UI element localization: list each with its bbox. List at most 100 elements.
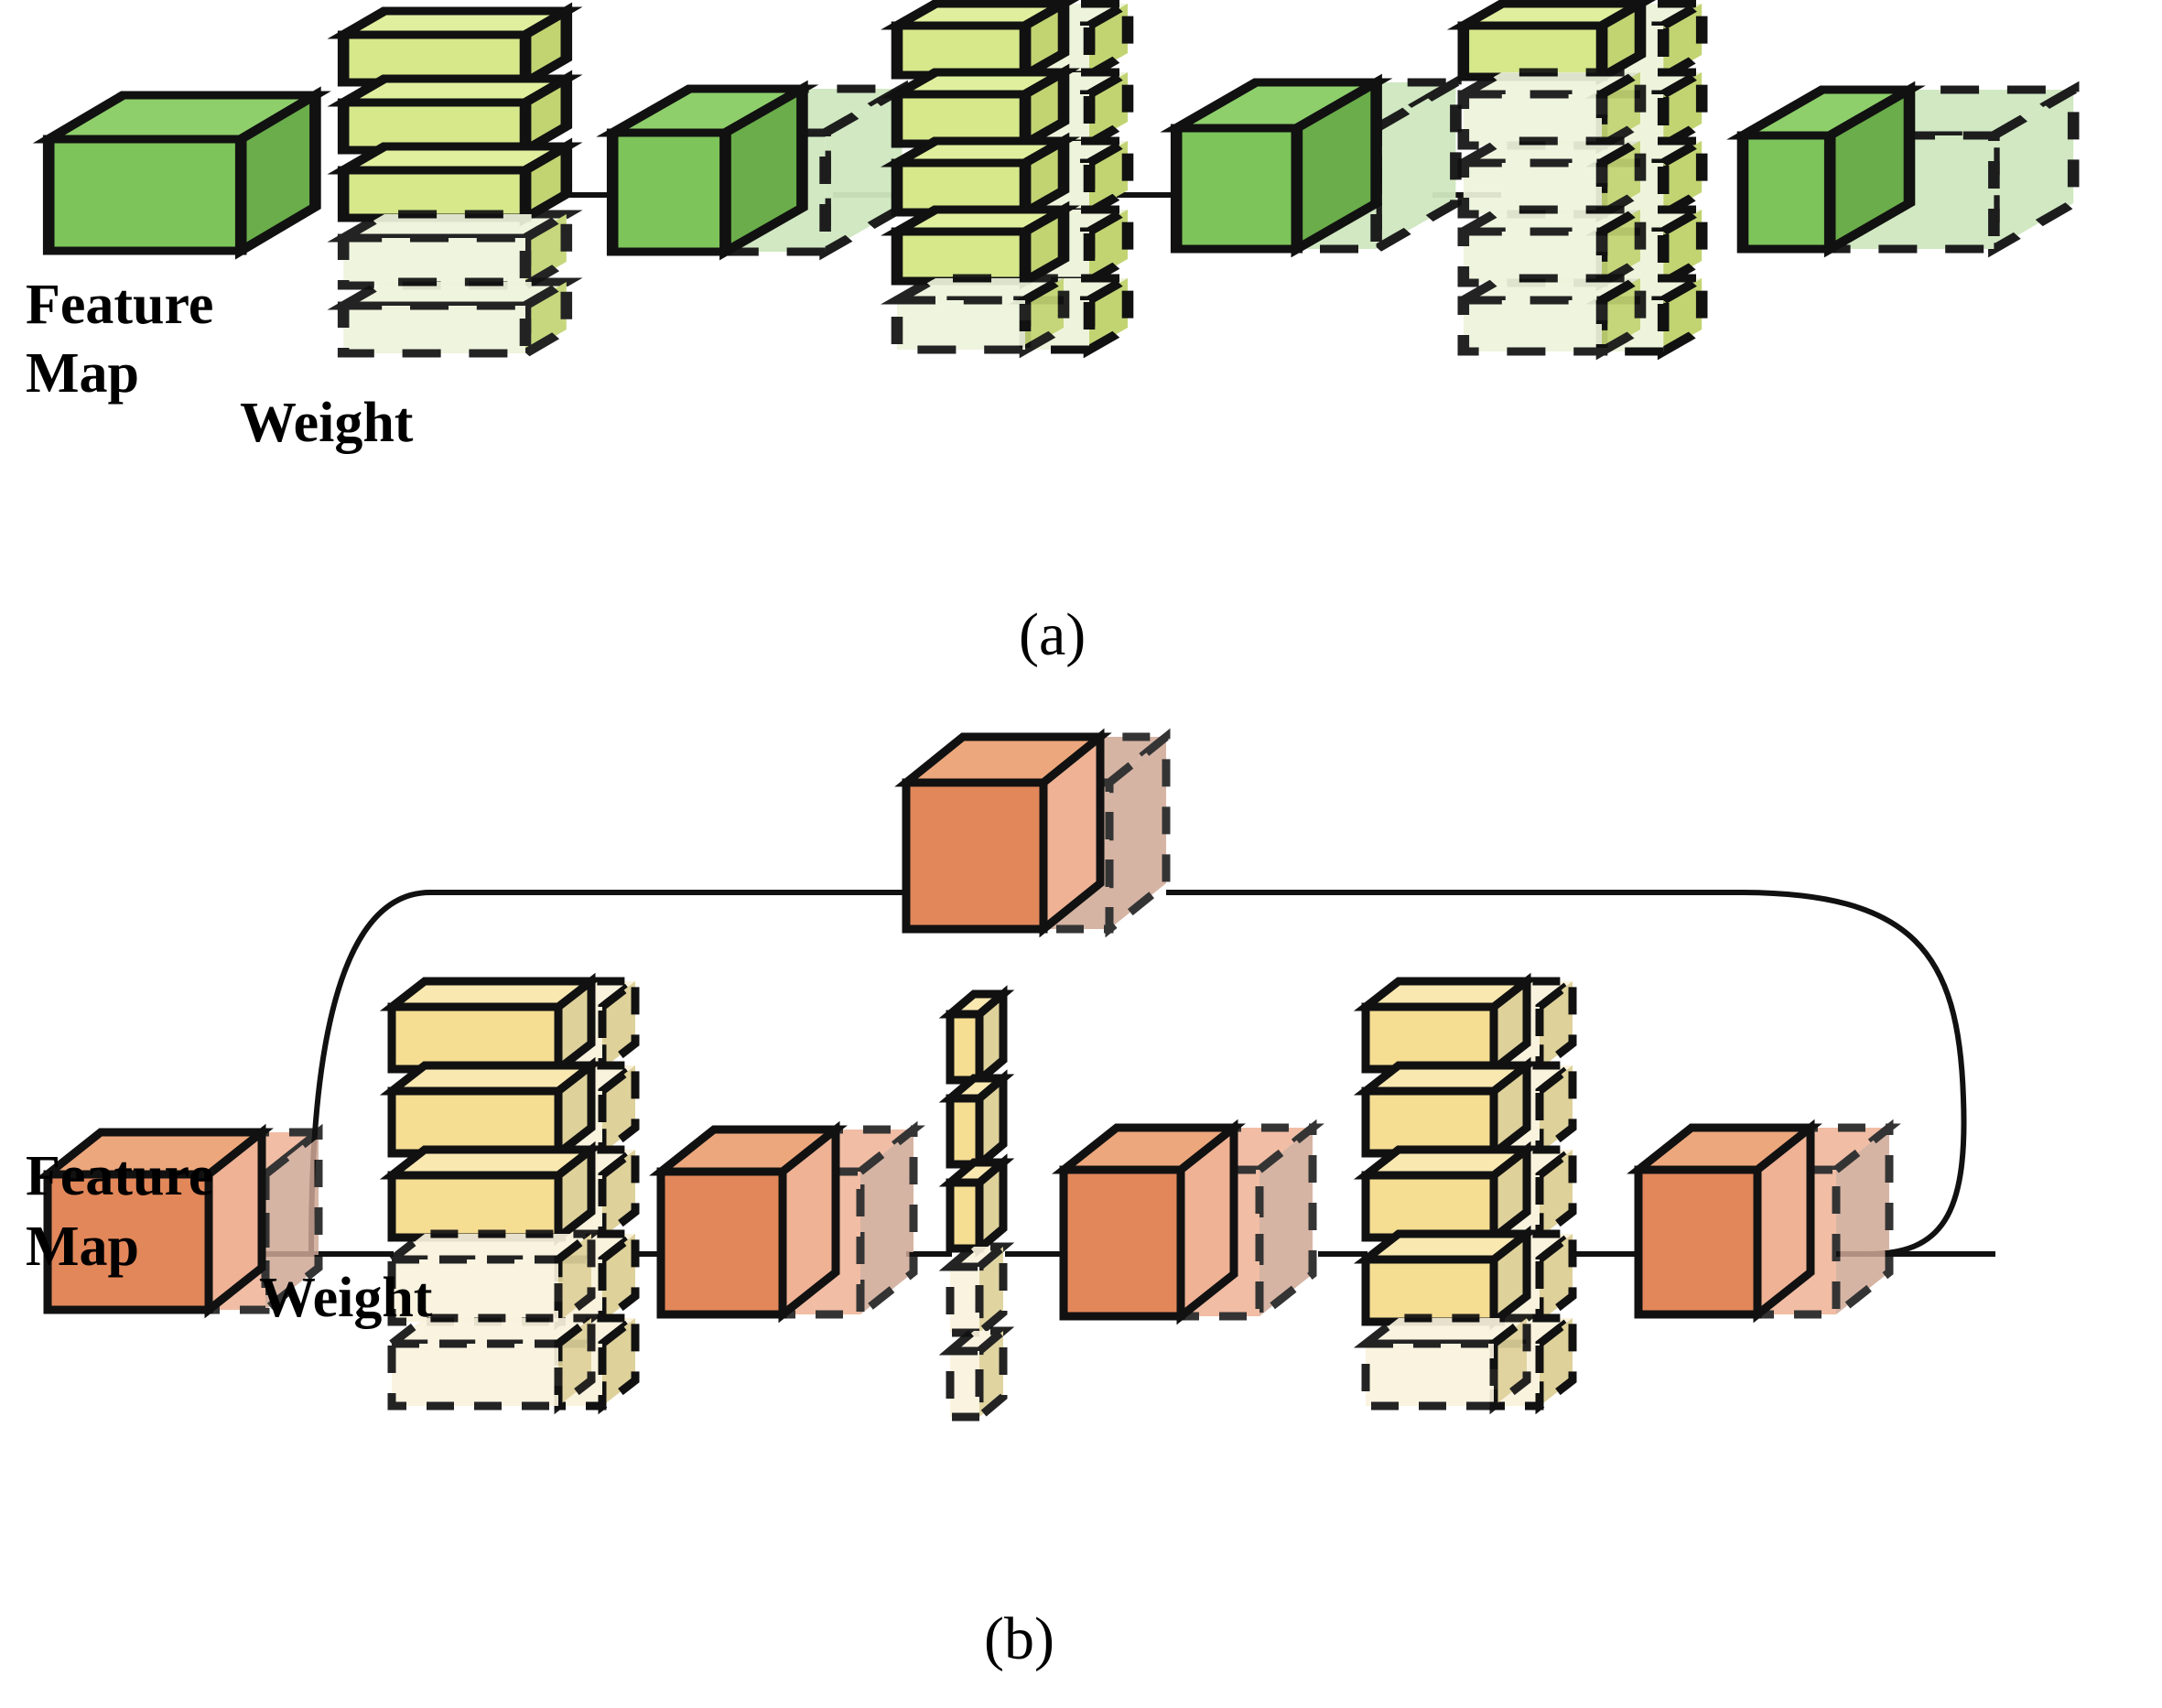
feature-map-b-3 xyxy=(1052,1119,1246,1325)
weight-b-col1-ghost-2 xyxy=(546,1140,648,1247)
weight-b-col3-slab-4 xyxy=(1353,1309,1540,1415)
cuboid-front-face xyxy=(337,166,532,222)
panel-b-shapes xyxy=(36,728,1901,1426)
cuboid-front-face xyxy=(946,1010,984,1085)
cuboid-side-face xyxy=(1083,269,1134,359)
cuboid-front-face xyxy=(891,227,1032,286)
panel-a-labels: Feature Map Weight (a) xyxy=(26,274,1086,668)
weight-a-col2-slab-2 xyxy=(881,132,1080,222)
cuboid-front-face xyxy=(946,1094,984,1169)
weight-b-col3-slab-0 xyxy=(1353,972,1540,1078)
weight-b-col2-slab-4 xyxy=(938,1322,1015,1426)
cuboid-front-face xyxy=(337,233,532,290)
cuboid-front-face xyxy=(1457,296,1608,356)
feature-map-label-line2-b: Map xyxy=(26,1216,139,1278)
cuboid-front-face xyxy=(946,1262,984,1337)
cuboid-front-face xyxy=(891,296,1032,354)
residual-feature-map xyxy=(894,728,1112,938)
weight-a-col1-slab-1 xyxy=(327,70,583,159)
feature-map-label-line1: Feature xyxy=(26,274,213,336)
feature-map-b-2 xyxy=(649,1120,848,1324)
feature-map-label-line1-b: Feature xyxy=(26,1145,213,1207)
cuboid-front-face xyxy=(337,301,532,358)
cuboid-side-face xyxy=(519,273,573,362)
cuboid-front-face xyxy=(387,1339,563,1411)
residual-skip-right xyxy=(1166,890,1967,1257)
panel-a-caption: (a) xyxy=(1019,601,1086,668)
weight-a-col2-slab-0 xyxy=(881,0,1080,84)
cuboid-side-face xyxy=(1083,0,1134,84)
cuboid-front-face xyxy=(1634,1165,1762,1319)
cuboid-front-face xyxy=(387,1002,563,1074)
weight-a-col3-slab-0 xyxy=(1446,0,1657,86)
feature-map-a-2 xyxy=(596,80,819,261)
cuboid-side-face xyxy=(519,205,573,295)
cuboid-front-face xyxy=(1361,1086,1498,1158)
weight-b-col2-slab-0 xyxy=(938,985,1015,1089)
cuboid-front-face xyxy=(387,1171,563,1242)
weight-b-col1-slab-0 xyxy=(379,972,604,1078)
panel-a-shapes xyxy=(32,0,2091,362)
weight-a-col2-slab-4 xyxy=(881,269,1080,359)
cuboid-front-face xyxy=(902,778,1048,934)
weight-a-col1-slab-4 xyxy=(327,273,583,362)
cuboid-side-face xyxy=(1595,132,1647,223)
cuboid-side-face xyxy=(1657,132,1708,223)
weight-a-col2-slab-3 xyxy=(881,200,1080,290)
cuboid-front-face xyxy=(946,1346,984,1422)
cuboid-front-face xyxy=(1059,1165,1185,1321)
cuboid-front-face xyxy=(1170,124,1303,254)
cuboid-front-face xyxy=(891,21,1032,80)
feature-map-a-3 xyxy=(1160,73,1393,258)
cuboid-side-face xyxy=(1083,63,1134,153)
cuboid-front-face xyxy=(1361,1002,1498,1074)
cuboid-front-face xyxy=(1736,131,1836,254)
weight-b-col3-slab-3 xyxy=(1353,1225,1540,1331)
cuboid-side-face xyxy=(1595,269,1647,361)
weight-b-col1-slab-4 xyxy=(379,1309,604,1415)
feature-map-b-4 xyxy=(1627,1119,1822,1324)
cuboid-front-face xyxy=(946,1178,984,1253)
weight-a-col3-slab-3 xyxy=(1446,200,1657,292)
feature-map-b-1 xyxy=(36,1123,274,1319)
panel-b-labels: Feature Map Weight (b) xyxy=(26,1145,1054,1672)
cuboid-front-face xyxy=(1361,1255,1498,1326)
cuboid-front-face xyxy=(606,128,731,256)
feature-map-label-line2: Map xyxy=(26,342,139,405)
weight-b-col2-slab-3 xyxy=(938,1238,1015,1342)
panel-b-caption: (b) xyxy=(984,1605,1054,1672)
feature-map-a-4 xyxy=(1726,81,1926,258)
cuboid-front-face xyxy=(656,1167,787,1319)
cuboid-side-face xyxy=(1083,200,1134,290)
weight-b-col1-slab-1 xyxy=(379,1056,604,1162)
cuboid-side-face xyxy=(1657,269,1708,361)
weight-a-col2-slab-1 xyxy=(881,63,1080,153)
cuboid-front-face xyxy=(1361,1339,1498,1411)
weight-b-col3-slab-1 xyxy=(1353,1056,1540,1162)
cuboid-side-face xyxy=(1595,200,1647,292)
cuboid-front-face xyxy=(43,1170,213,1314)
weight-label: Weight xyxy=(240,392,414,454)
cuboid-side-face xyxy=(1832,1119,1894,1324)
weight-a-col3-slab-2 xyxy=(1446,132,1657,223)
weight-label-b: Weight xyxy=(259,1267,433,1329)
cuboid-front-face xyxy=(891,90,1032,148)
cuboid-side-face xyxy=(1019,269,1070,359)
cuboid-front-face xyxy=(387,1086,563,1158)
cuboid-side-face xyxy=(1255,1119,1317,1325)
cuboid-side-face xyxy=(1657,200,1708,292)
weight-b-col1-slab-2 xyxy=(379,1140,604,1247)
weight-b-col3-slab-2 xyxy=(1353,1140,1540,1247)
cuboid-side-face xyxy=(856,1120,918,1324)
weight-a-col3-slab-4 xyxy=(1446,269,1657,361)
cuboid-front-face xyxy=(1361,1171,1498,1242)
feature-map-a-1 xyxy=(32,86,331,260)
weight-a-col1-slab-2 xyxy=(327,137,583,227)
weight-a-col3-slab-1 xyxy=(1446,63,1657,155)
weight-b-col2-slab-2 xyxy=(938,1153,1015,1258)
cuboid-front-face xyxy=(42,135,247,255)
cuboid-side-face xyxy=(261,1123,323,1319)
weight-b-col2-slab-1 xyxy=(938,1069,1015,1173)
